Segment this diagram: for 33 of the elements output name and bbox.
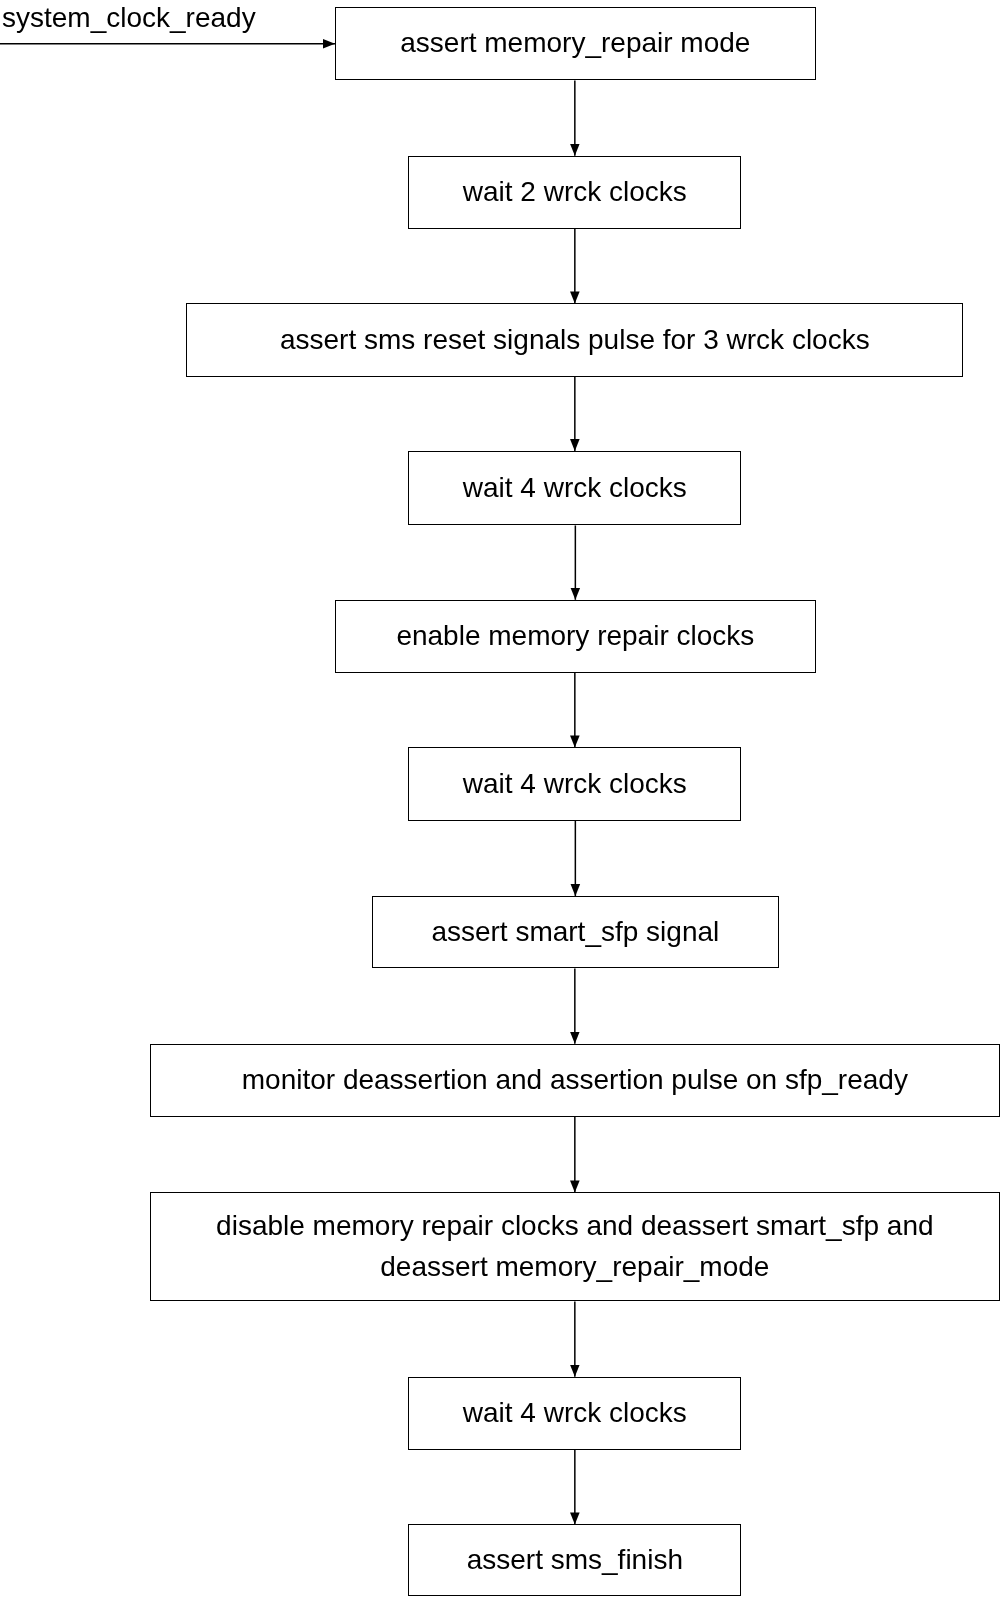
process-box [335,599,816,674]
process-box [408,1376,742,1451]
arrow [570,820,581,897]
step-text: disable memory repair clocks and deassert smart_sfp and deassert memory_repair_mode [215,1209,935,1284]
arrow [570,524,581,601]
step-text: enable memory repair clocks [396,619,755,654]
step-text: assert sms_finish [466,1542,683,1577]
step-text: wait 4 wrck clocks [462,766,687,801]
step-text: assert smart_sfp signal [431,914,720,949]
step-text: wait 2 wrck clocks [462,175,687,210]
step-text: wait 4 wrck clocks [462,470,687,505]
arrow [570,672,580,749]
process-box [149,1192,1000,1302]
arrow [570,376,580,452]
process-box [149,1043,1000,1118]
arrow [570,228,580,305]
step-text: monitor deassertion and assertion pulse on sfp_ready [241,1063,908,1098]
step-text: assert sms reset signals pulse for 3 wrck clocks [279,322,870,357]
arrow [570,967,580,1045]
arrow [570,1449,580,1526]
process-box [408,747,742,821]
step-text: wait 4 wrck clocks [462,1396,687,1431]
process-box [371,896,779,969]
process-box [186,303,964,377]
process-box [408,155,742,230]
arrow [570,1116,580,1194]
step-text: assert memory_repair mode [400,26,751,61]
process-box [408,451,742,526]
arrow [570,1300,580,1378]
arrow [570,79,580,157]
arrow [0,39,336,49]
process-box [408,1524,742,1596]
process-box [335,7,816,81]
